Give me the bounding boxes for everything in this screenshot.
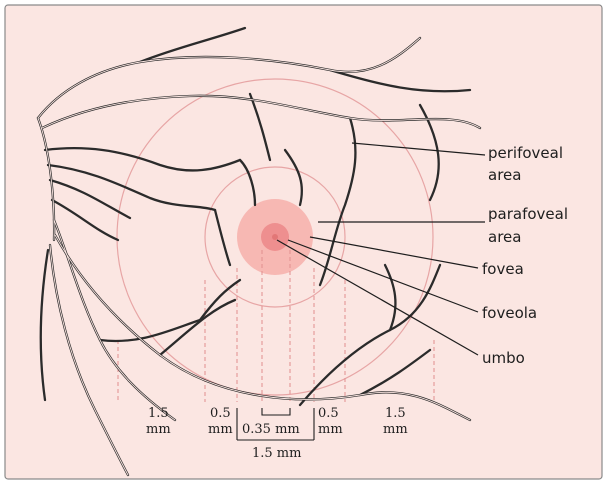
umbo-label: umbo <box>482 349 525 367</box>
scale-left-outer-value: 1.5 <box>148 406 169 421</box>
umbo-dot <box>272 234 278 240</box>
scale-right-outer-unit: mm <box>383 422 408 437</box>
scale-right-inner-value: 0.5 <box>318 406 339 421</box>
perifoveal-label-line1: perifoveal <box>488 144 563 162</box>
scale-bottom: 1.5 mm <box>252 446 301 461</box>
parafoveal-label-line2: area <box>488 228 521 246</box>
scale-left-outer-unit: mm <box>146 422 171 437</box>
fovea-label: fovea <box>482 260 524 278</box>
scale-left-inner-unit: mm <box>208 422 233 437</box>
scale-left-inner-value: 0.5 <box>210 406 231 421</box>
scale-right-outer-value: 1.5 <box>385 406 406 421</box>
parafoveal-label-line1: parafoveal <box>488 205 568 223</box>
foveola-label: foveola <box>482 304 537 322</box>
scale-right-inner-unit: mm <box>318 422 343 437</box>
scale-center: 0.35 mm <box>242 422 300 437</box>
perifoveal-label-line2: area <box>488 166 521 184</box>
